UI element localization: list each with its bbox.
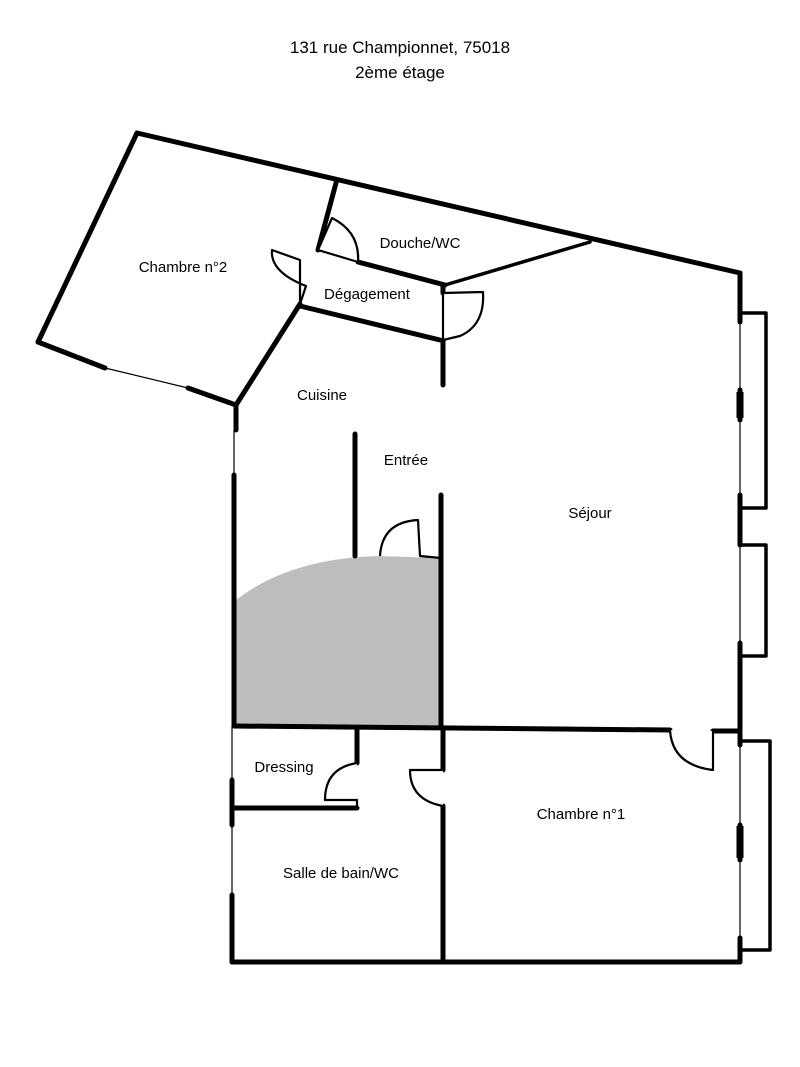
label-degagement: Dégagement [324, 286, 411, 303]
door-chambre1 [668, 729, 715, 772]
interior-walls [229, 180, 743, 965]
label-salle-de-bain: Salle de bain/WC [283, 865, 399, 882]
label-sejour: Séjour [568, 505, 611, 522]
label-chambre1: Chambre n°1 [537, 806, 626, 823]
label-douche-wc: Douche/WC [380, 235, 461, 252]
door-chambre2 [270, 248, 308, 306]
outer-walls [35, 130, 743, 965]
door-entree [378, 518, 442, 560]
label-chambre2: Chambre n°2 [139, 259, 228, 276]
shaded-area [236, 556, 441, 726]
label-entree: Entrée [384, 452, 428, 469]
doors [270, 216, 715, 808]
door-sdb [408, 768, 444, 808]
address-title: 131 rue Championnet, 75018 [290, 38, 510, 57]
door-douche [316, 216, 360, 264]
floor-subtitle: 2ème étage [355, 63, 445, 82]
label-dressing: Dressing [254, 759, 313, 776]
door-dressing [323, 761, 359, 808]
windows [104, 311, 772, 952]
door-sejour-top [441, 290, 485, 342]
label-cuisine: Cuisine [297, 387, 347, 404]
